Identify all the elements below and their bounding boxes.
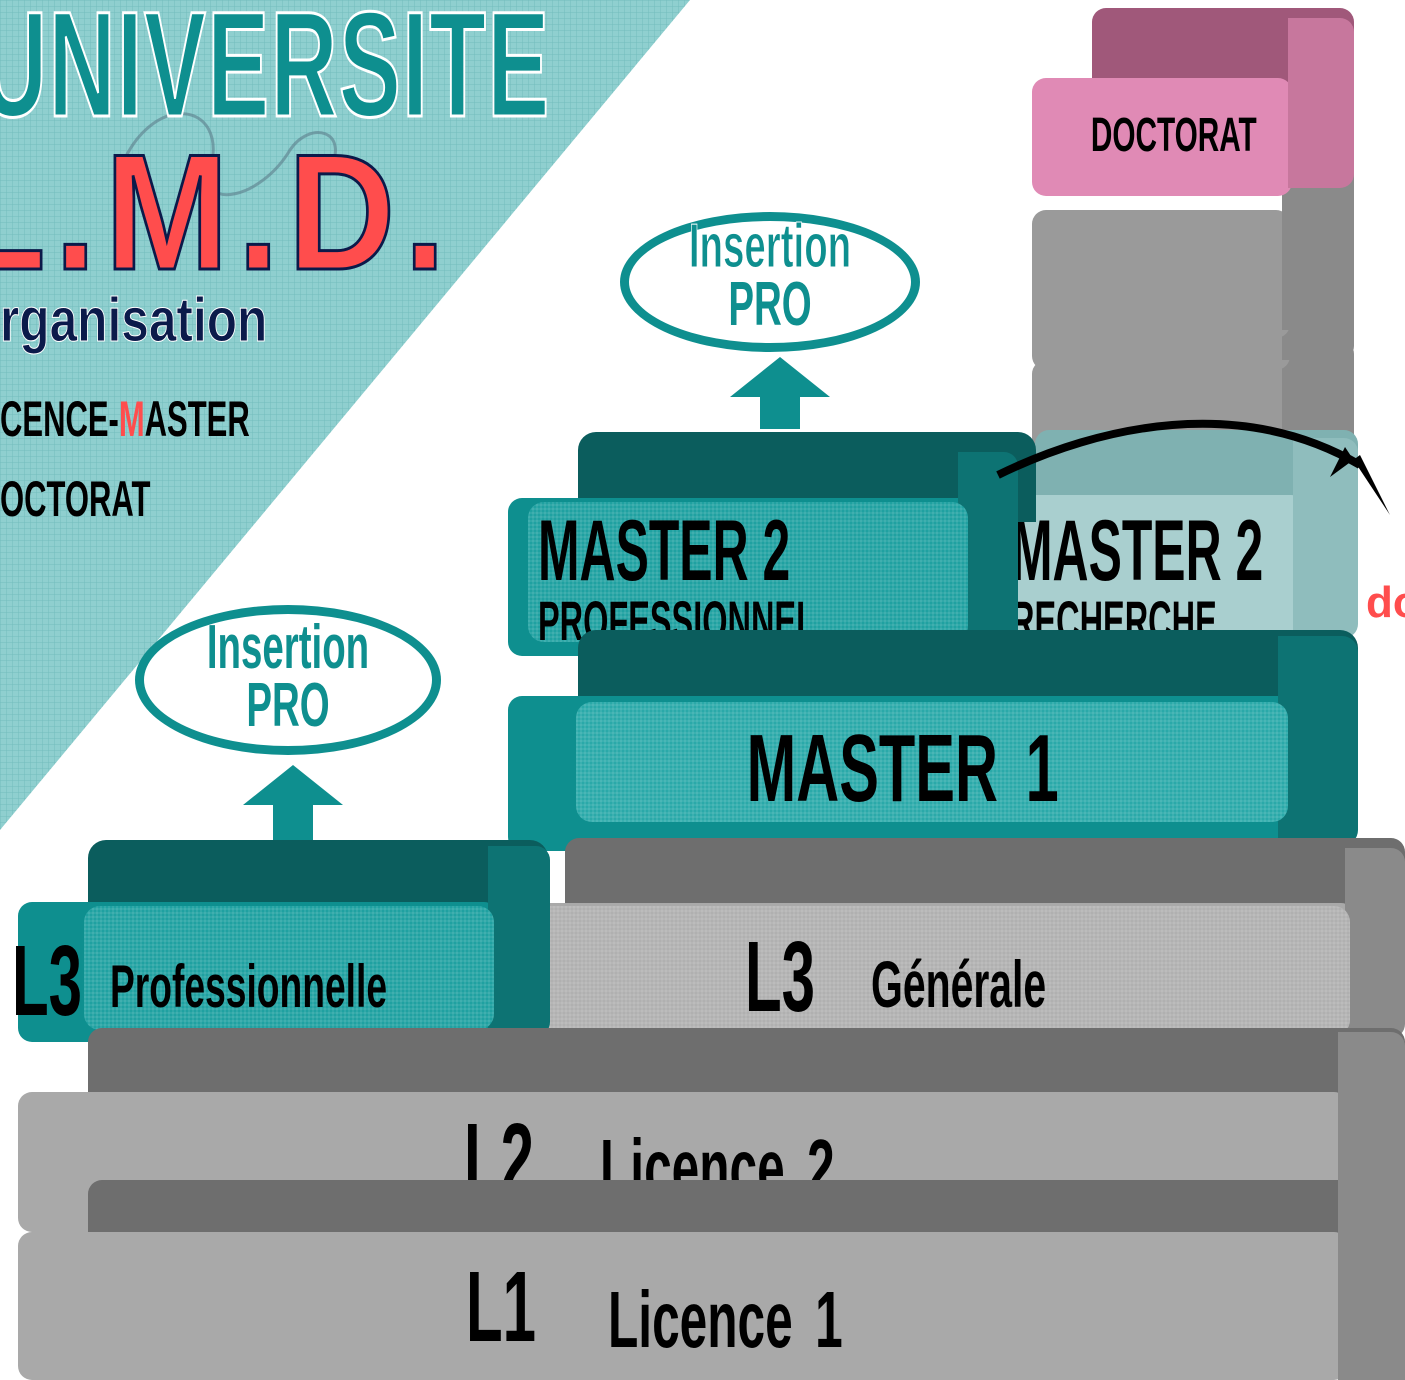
master2-professionnel-block: MASTER 2 PROFESSIONNEL: [508, 432, 1036, 657]
signature-scribble: [118, 112, 337, 197]
title-licence-master: CENCE-MASTER: [0, 390, 403, 448]
title-organisation: rganisation: [0, 286, 268, 356]
l1-code: L1: [466, 1251, 537, 1363]
l3-pro-name: Professionnelle: [110, 953, 388, 1020]
insertion-bottom-line1: Insertion: [206, 613, 370, 682]
insertion-top-arrow: [730, 357, 830, 429]
l3-generale-name: Générale: [871, 947, 1047, 1021]
doctorat-label: DOCTORAT: [1090, 109, 1257, 162]
title-line1-prefix: CENCE-: [0, 391, 119, 447]
title-universite: UNIVERSITE: [0, 0, 551, 150]
master2-pro-label: MASTER 2: [538, 503, 791, 599]
title-line1-suffix: ASTER: [144, 391, 250, 447]
insertion-bottom-arrow: [243, 765, 343, 840]
master2-recherche-label: MASTER 2: [1011, 503, 1264, 599]
insertion-top-line1: Insertion: [688, 212, 852, 281]
title-line1-m: M: [118, 391, 145, 447]
master1-label: MASTER 1: [746, 715, 1060, 822]
insertion-pro-top: Insertion PRO: [620, 212, 928, 429]
doctorat-block: DOCTORAT: [1032, 8, 1354, 198]
l3-generale-code: L3: [745, 921, 816, 1033]
master1-block: MASTER 1: [508, 630, 1358, 855]
title-doctorat-line: OCTORAT: [0, 471, 151, 527]
edge-text: do: [1366, 578, 1405, 627]
insertion-bottom-line2: PRO: [246, 671, 330, 740]
title-lmd: L.M.D.: [0, 119, 455, 306]
insertion-top-line2: PRO: [728, 270, 812, 339]
insertion-pro-bottom: Insertion PRO: [135, 605, 443, 840]
l3-pro-code: L3: [12, 925, 83, 1037]
l1-block: L1 Licence 1: [18, 1180, 1405, 1380]
l1-name: Licence 1: [608, 1275, 843, 1364]
l3-generale-block: L3 Générale: [505, 838, 1405, 1048]
l3-pro-block: L3 Professionnelle: [12, 840, 550, 1045]
curved-arrow: [996, 419, 1390, 515]
